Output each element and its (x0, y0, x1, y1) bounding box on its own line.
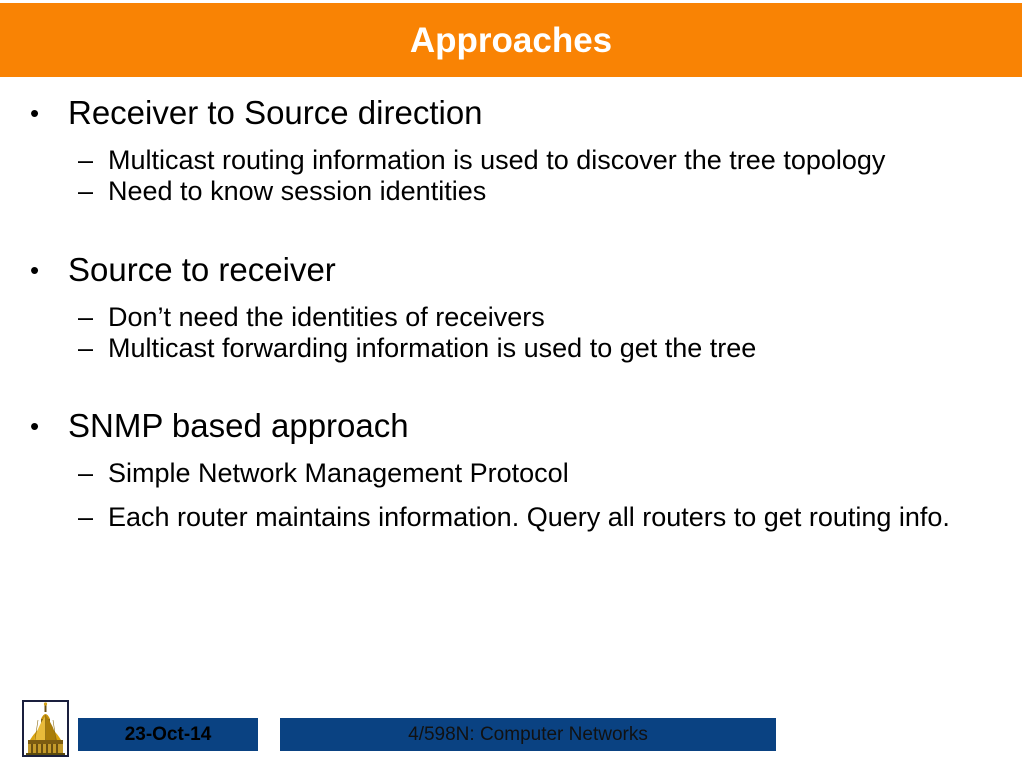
spacer (0, 364, 1024, 408)
footer-course-bar: 4/598N: Computer Networks (280, 718, 776, 751)
sub-bullet-1-2: – Need to know session identities (0, 176, 1024, 207)
golden-dome-logo (22, 700, 69, 757)
sub-bullet-2-2-label: Multicast forwarding information is used… (108, 332, 757, 363)
bullet-heading-2-label: Source to receiver (68, 250, 336, 288)
spacer (0, 208, 1024, 252)
dash-icon: – (78, 301, 94, 332)
slide-body: • Receiver to Source direction – Multica… (0, 94, 1024, 534)
page-title: Approaches (409, 20, 613, 60)
sub-bullet-1-1: – Multicast routing information is used … (0, 145, 1024, 176)
bullet-dot-icon: • (30, 411, 40, 442)
bullet-heading-1-label: Receiver to Source direction (68, 94, 483, 131)
footer-date: 23-Oct-14 (124, 724, 212, 745)
bullet-heading-3-label: SNMP based approach (68, 407, 409, 445)
bullet-dot-icon: • (30, 254, 40, 285)
dash-icon: – (78, 502, 94, 533)
dash-icon: – (78, 176, 94, 207)
sub-bullet-2-1-label: Don’t need the identities of receivers (108, 301, 545, 332)
spacer (0, 289, 1024, 302)
sub-bullet-3-1-label: Simple Network Management Protocol (108, 458, 569, 489)
spacer (0, 445, 1024, 458)
sub-bullet-3-1: – Simple Network Management Protocol (0, 458, 1024, 489)
spacer (0, 132, 1024, 145)
footer-date-bar: 23-Oct-14 (78, 718, 258, 751)
bullet-heading-3: • SNMP based approach (0, 407, 1024, 445)
slide-title-bar: Approaches (0, 3, 1022, 77)
dash-icon: – (78, 144, 94, 175)
sub-bullet-2-2: – Multicast forwarding information is us… (0, 333, 1024, 364)
sub-bullet-3-2: – Each router maintains information. Que… (0, 502, 1024, 533)
bullet-group-3: • SNMP based approach – Simple Network M… (0, 407, 1024, 534)
bullet-heading-2: • Source to receiver (0, 250, 1024, 289)
sub-bullet-3-2-label: Each router maintains information. Query… (108, 502, 950, 533)
dash-icon: – (78, 332, 94, 363)
golden-dome-icon (24, 702, 67, 755)
sub-bullet-1-1-label: Multicast routing information is used to… (108, 144, 886, 175)
footer-course-title: 4/598N: Computer Networks (408, 724, 648, 745)
spacer (0, 489, 1024, 502)
bullet-dot-icon: • (30, 98, 40, 128)
sub-bullet-2-1: – Don’t need the identities of receivers (0, 302, 1024, 333)
bullet-group-2: • Source to receiver – Don’t need the id… (0, 250, 1024, 365)
bullet-group-1: • Receiver to Source direction – Multica… (0, 94, 1024, 208)
dash-icon: – (78, 458, 94, 489)
sub-bullet-1-2-label: Need to know session identities (108, 176, 487, 207)
bullet-heading-1: • Receiver to Source direction (0, 94, 1024, 132)
